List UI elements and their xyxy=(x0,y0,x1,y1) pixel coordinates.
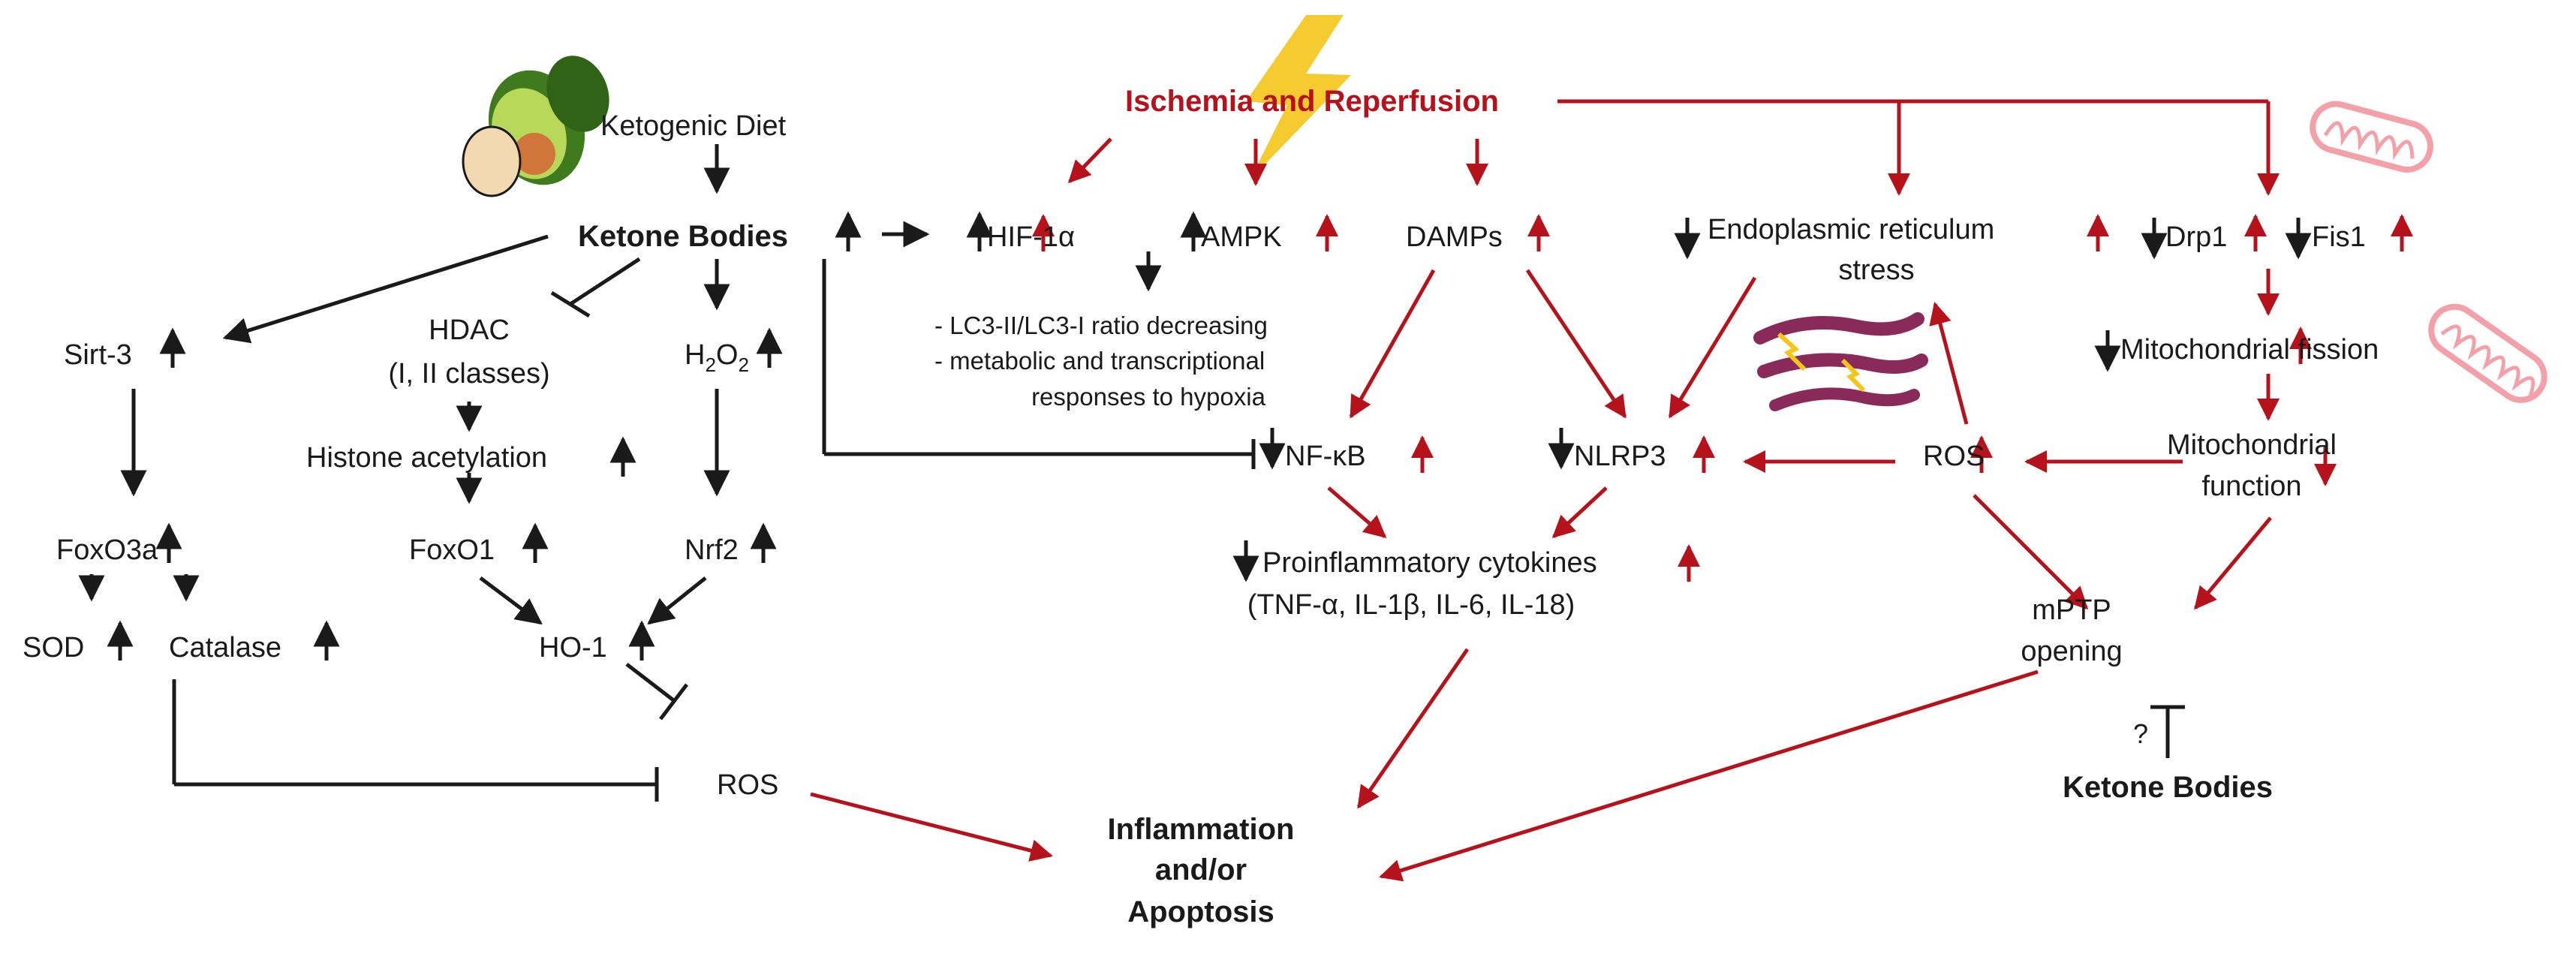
ho1-label: HO-1 xyxy=(539,632,607,664)
red-connectors xyxy=(810,99,2280,882)
mptp-label-line1: mPTP xyxy=(2032,594,2111,626)
nrf2-label: Nrf2 xyxy=(685,534,739,566)
avocado-egg-icon xyxy=(462,56,609,197)
hdac-label-line1: HDAC xyxy=(429,314,510,346)
hif-note-line1: - LC3-II/LC3-I ratio decreasing xyxy=(934,311,1268,339)
er-stress-label-line2: stress xyxy=(1838,254,1914,286)
hif-note-line3: responses to hypoxia xyxy=(1031,383,1266,411)
ros-right-label: ROS xyxy=(1923,441,1985,472)
node-labels: Ischemia and Reperfusion Ketogenic Diet … xyxy=(23,85,2379,928)
damps-label: DAMPs xyxy=(1406,221,1503,253)
h2o2-label: H2O2 xyxy=(685,339,749,376)
mito-fission-label: Mitochondrial fission xyxy=(2120,334,2379,366)
histone-acetylation-label: Histone acetylation xyxy=(306,442,547,474)
mptp-label-line2: opening xyxy=(2021,636,2122,667)
hif1a-label: HIF-1α xyxy=(987,221,1075,253)
red-up-indicators xyxy=(1032,214,2413,582)
outcome-label-line1: Inflammation xyxy=(1108,813,1295,846)
ros-left-label: ROS xyxy=(717,769,778,801)
cytokines-label-line2: (TNF-α, IL-1β, IL-6, IL-18) xyxy=(1247,589,1575,621)
mito-function-label-line2: function xyxy=(2201,471,2301,502)
endoplasmic-reticulum-icon xyxy=(1753,312,1928,411)
nfkb-label: NF-κB xyxy=(1285,441,1366,472)
ampk-label: AMPK xyxy=(1201,221,1282,253)
foxo1-label: FoxO1 xyxy=(409,534,495,566)
catalase-label: Catalase xyxy=(169,632,281,664)
ketogenic-diet-label: Ketogenic Diet xyxy=(600,110,787,142)
drp1-label: Drp1 xyxy=(2165,221,2227,253)
mitochondria-icon xyxy=(2310,101,2547,403)
ketone-bodies-bottom-label: Ketone Bodies xyxy=(2063,771,2273,804)
er-stress-label-line1: Endoplasmic reticulum xyxy=(1708,214,1994,245)
sirt3-label: Sirt-3 xyxy=(64,339,132,371)
hif-note-line2: - metabolic and transcriptional xyxy=(934,347,1265,375)
outcome-label-line3: Apoptosis xyxy=(1127,895,1274,928)
fis1-label: Fis1 xyxy=(2312,221,2366,253)
nlrp3-label: NLRP3 xyxy=(1574,441,1666,472)
mito-function-label-line1: Mitochondrial xyxy=(2167,429,2337,461)
question-mark: ? xyxy=(2133,718,2148,749)
lightning-bolt-icon xyxy=(1246,15,1351,180)
black-down-indicators xyxy=(1232,218,2312,582)
sod-label: SOD xyxy=(23,632,84,664)
ischemia-reperfusion-label: Ischemia and Reperfusion xyxy=(1125,85,1499,118)
black-up-indicators xyxy=(107,211,1207,661)
cytokines-label-line1: Proinflammatory cytokines xyxy=(1262,547,1597,579)
outcome-label-line2: and/or xyxy=(1155,853,1247,886)
ketone-bodies-label: Ketone Bodies xyxy=(578,220,788,253)
hdac-label-line2: (I, II classes) xyxy=(388,358,549,390)
black-connectors xyxy=(78,144,2185,802)
foxo3a-label: FoxO3a xyxy=(56,534,158,566)
